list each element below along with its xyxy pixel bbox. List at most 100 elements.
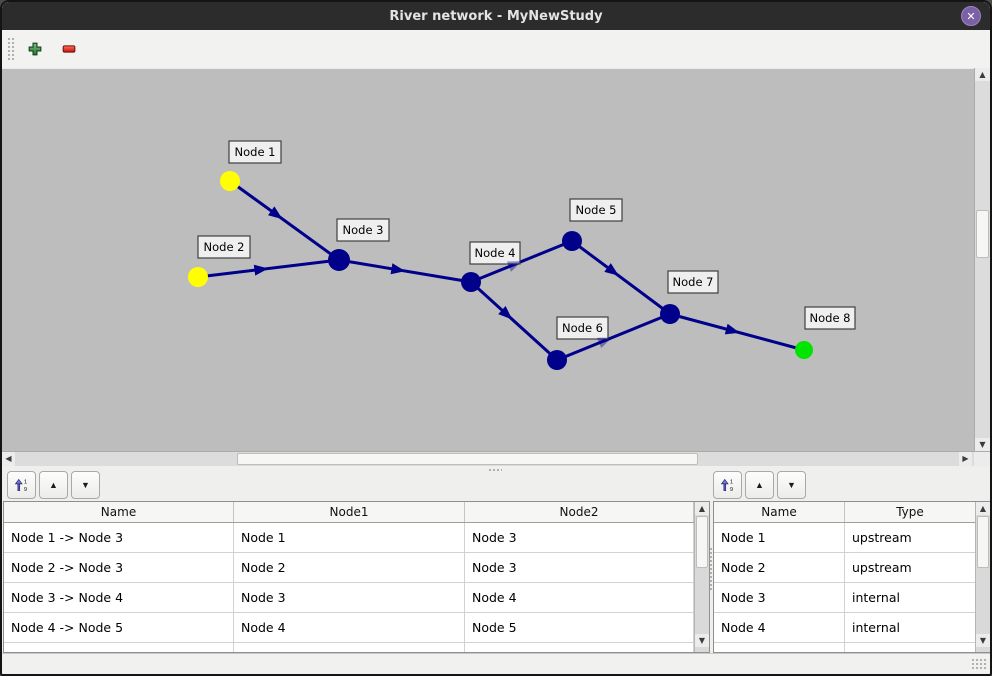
graph-node[interactable] bbox=[660, 304, 680, 324]
add-node-button[interactable] bbox=[22, 36, 48, 62]
table-cell[interactable]: Node 2 bbox=[714, 553, 845, 583]
move-down-icon: ▼ bbox=[787, 480, 796, 490]
table-cell[interactable]: internal bbox=[845, 583, 976, 613]
table-cell[interactable]: upstream bbox=[845, 553, 976, 583]
column-header[interactable]: Name bbox=[4, 502, 234, 522]
close-button[interactable]: ✕ bbox=[961, 6, 981, 26]
scrollbar-corner bbox=[974, 451, 990, 466]
node-label: Node 5 bbox=[576, 203, 617, 217]
node-list-move-down-button[interactable]: ▼ bbox=[777, 471, 806, 499]
graph-node[interactable] bbox=[562, 231, 582, 251]
node-label: Node 2 bbox=[204, 240, 245, 254]
remove-node-button[interactable] bbox=[56, 36, 82, 62]
scroll-up-arrow[interactable]: ▲ bbox=[695, 502, 709, 515]
graph-node[interactable] bbox=[461, 272, 481, 292]
column-header[interactable]: Name bbox=[714, 502, 845, 522]
edge-list-move-up-button[interactable]: ▲ bbox=[39, 471, 68, 499]
table-cell[interactable]: Node 3 -> Node 4 bbox=[4, 583, 234, 613]
table-cell[interactable] bbox=[465, 643, 694, 652]
edge-list-move-down-button[interactable]: ▼ bbox=[71, 471, 100, 499]
node-table-vscrollbar[interactable]: ▲ ▼ bbox=[975, 502, 990, 652]
graph-edge[interactable] bbox=[228, 179, 341, 262]
graph-node[interactable] bbox=[547, 350, 567, 370]
vscroll-thumb[interactable] bbox=[696, 516, 708, 568]
title-bar[interactable]: River network - MyNewStudy ✕ bbox=[2, 2, 990, 30]
scroll-down-arrow[interactable]: ▼ bbox=[975, 438, 990, 451]
table-row[interactable] bbox=[714, 643, 990, 652]
add-node-icon bbox=[28, 42, 42, 56]
vscroll-thumb[interactable] bbox=[976, 210, 989, 258]
scroll-up-arrow[interactable]: ▲ bbox=[976, 502, 990, 515]
scroll-up-arrow[interactable]: ▲ bbox=[975, 68, 990, 81]
graph-edge[interactable] bbox=[570, 239, 672, 316]
table-cell[interactable] bbox=[234, 643, 465, 652]
table-splitter-grip[interactable] bbox=[709, 547, 713, 591]
table-cell[interactable]: Node 4 bbox=[465, 583, 694, 613]
node-label: Node 6 bbox=[562, 321, 603, 335]
table-cell[interactable]: Node 4 -> Node 5 bbox=[4, 613, 234, 643]
window-resize-grip[interactable] bbox=[971, 658, 987, 671]
close-icon: ✕ bbox=[966, 9, 976, 23]
canvas-vscrollbar[interactable]: ▲ ▼ bbox=[974, 68, 990, 451]
scroll-right-arrow[interactable]: ▶ bbox=[959, 452, 972, 466]
graph-edge[interactable] bbox=[469, 239, 574, 284]
graph-node[interactable] bbox=[328, 249, 350, 271]
graph-edge[interactable] bbox=[555, 312, 672, 362]
node-list-move-up-button[interactable]: ▲ bbox=[745, 471, 774, 499]
edge-table-vscrollbar[interactable]: ▲ ▼ bbox=[694, 502, 709, 652]
table-cell[interactable]: Node 1 bbox=[714, 523, 845, 553]
node-label: Node 8 bbox=[810, 311, 851, 325]
table-cell[interactable]: Node 2 -> Node 3 bbox=[4, 553, 234, 583]
node-label-box bbox=[197, 235, 251, 259]
table-cell[interactable]: Node 4 bbox=[714, 613, 845, 643]
table-cell[interactable] bbox=[4, 643, 234, 652]
graph-edge[interactable] bbox=[469, 280, 559, 362]
toolbar-grip[interactable] bbox=[7, 37, 14, 61]
edge-list-sort-button[interactable]: 1 9 bbox=[7, 471, 36, 499]
scroll-left-arrow[interactable]: ◀ bbox=[2, 452, 15, 466]
hscroll-thumb[interactable] bbox=[237, 453, 698, 465]
column-header[interactable]: Node2 bbox=[465, 502, 694, 522]
table-cell[interactable]: Node 1 -> Node 3 bbox=[4, 523, 234, 553]
node-label-box bbox=[469, 241, 521, 265]
scroll-down-arrow[interactable]: ▼ bbox=[695, 634, 709, 647]
splitter-grip[interactable] bbox=[488, 468, 502, 472]
table-cell[interactable]: Node 2 bbox=[234, 553, 465, 583]
node-label-box bbox=[228, 140, 282, 164]
table-cell[interactable]: internal bbox=[845, 613, 976, 643]
column-header[interactable]: Node1 bbox=[234, 502, 465, 522]
table-cell[interactable]: Node 3 bbox=[465, 553, 694, 583]
table-cell[interactable]: Node 3 bbox=[234, 583, 465, 613]
canvas-hscrollbar[interactable]: ◀ ▶ bbox=[2, 451, 974, 466]
table-row[interactable] bbox=[4, 643, 709, 652]
move-down-icon: ▼ bbox=[81, 480, 90, 490]
table-cell[interactable] bbox=[714, 643, 845, 652]
table-cell[interactable]: Node 3 bbox=[714, 583, 845, 613]
edge-arrow-icon bbox=[724, 323, 740, 335]
table-cell[interactable] bbox=[845, 643, 976, 652]
node-list-sort-button[interactable]: 1 9 bbox=[713, 471, 742, 499]
table-cell[interactable]: Node 1 bbox=[234, 523, 465, 553]
table-cell[interactable]: upstream bbox=[845, 523, 976, 553]
node-label-box bbox=[569, 198, 623, 222]
vscroll-thumb[interactable] bbox=[977, 516, 989, 568]
graph-node[interactable] bbox=[188, 267, 208, 287]
graph-edge[interactable] bbox=[196, 258, 341, 279]
column-header[interactable]: Type bbox=[845, 502, 976, 522]
graph-node[interactable] bbox=[795, 341, 813, 359]
graph-node[interactable] bbox=[220, 171, 240, 191]
table-cell[interactable]: Node 5 bbox=[465, 613, 694, 643]
table-cell[interactable]: Node 3 bbox=[465, 523, 694, 553]
scroll-down-arrow[interactable]: ▼ bbox=[976, 634, 990, 647]
table-cell[interactable]: Node 4 bbox=[234, 613, 465, 643]
